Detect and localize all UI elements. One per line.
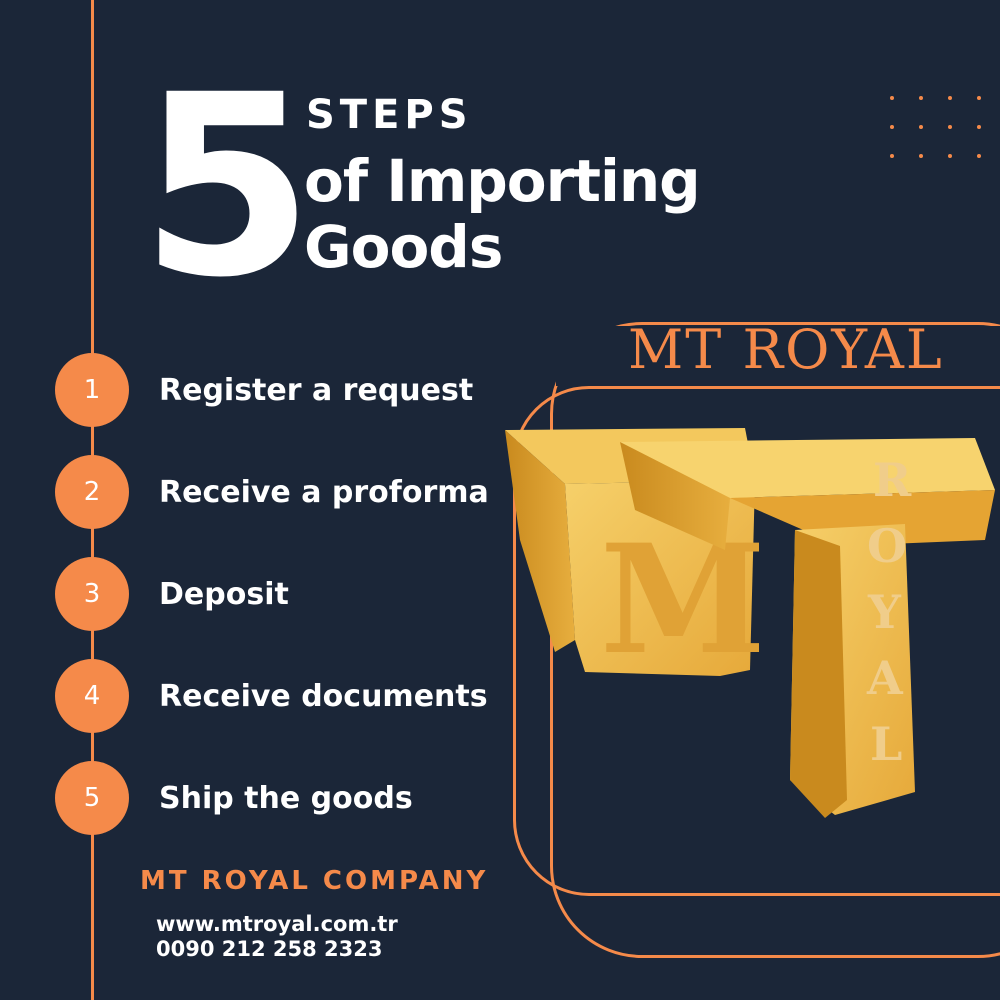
steps-kicker: STEPS [306,92,473,138]
step-item-5: 5 Ship the goods [55,761,413,835]
contact-block: www.mtroyal.com.tr 0090 212 258 2323 [156,912,398,962]
logo-vertical-a: A [866,651,904,705]
step-item-3: 3 Deposit [55,557,289,631]
brand-heading: MT ROYAL [628,318,944,381]
step-item-1: 1 Register a request [55,353,473,427]
dot-grid-decoration [890,96,981,158]
step-number-badge: 2 [55,455,129,529]
mt-royal-logo-icon: M R O Y A L [505,428,995,818]
title-line-1: of Importing [304,147,701,215]
title-line-2: Goods [304,213,503,281]
step-label: Deposit [159,576,289,612]
step-number-badge: 3 [55,557,129,631]
step-number-badge: 5 [55,761,129,835]
logo-letters-m: M [600,512,766,688]
big-number: 5 [140,41,314,332]
step-number-badge: 4 [55,659,129,733]
step-label: Register a request [159,372,474,408]
step-label: Receive a proforma [159,474,489,510]
step-label: Ship the goods [159,780,413,816]
page-title: of Importing Goods [304,147,701,281]
step-label: Receive documents [159,678,488,714]
decorative-frame-inner [513,386,1000,896]
website-link[interactable]: www.mtroyal.com.tr [156,912,398,936]
frame-mask [556,326,1000,386]
logo-vertical-y: Y [867,585,902,639]
phone-number: 0090 212 258 2323 [156,937,383,961]
logo-vertical-o: O [867,519,907,573]
logo-vertical-l: L [870,717,902,771]
logo-vertical-r: R [873,453,912,507]
step-item-2: 2 Receive a proforma [55,455,489,529]
company-name: MT ROYAL COMPANY [140,866,489,896]
step-number-badge: 1 [55,353,129,427]
step-item-4: 4 Receive documents [55,659,488,733]
